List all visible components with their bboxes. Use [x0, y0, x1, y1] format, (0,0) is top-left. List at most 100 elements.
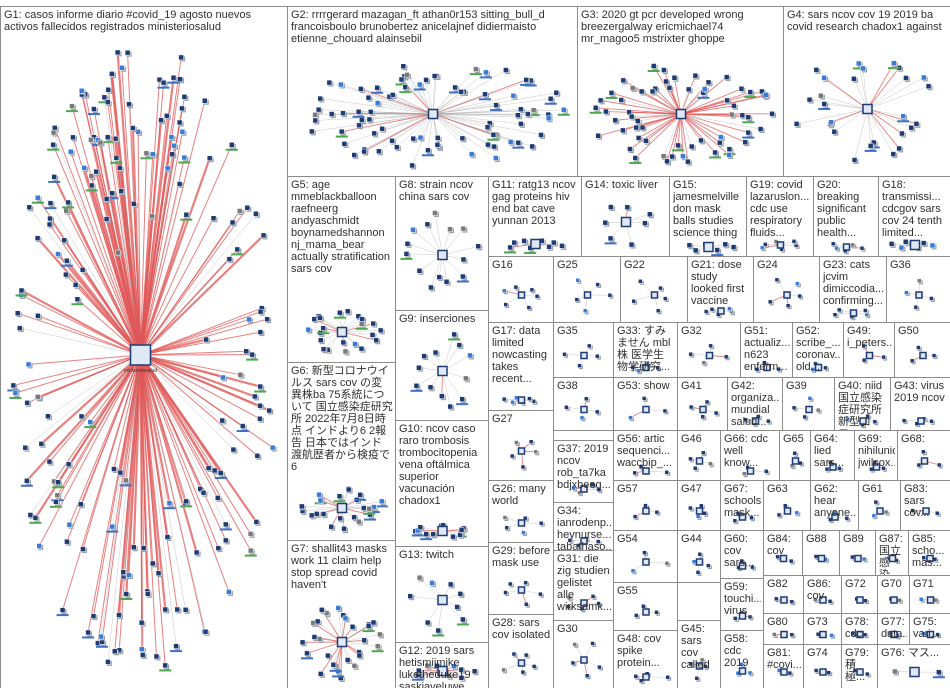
group-network [633, 671, 672, 685]
node [166, 500, 173, 506]
group-g44: G44 [677, 530, 721, 583]
node [429, 580, 435, 586]
hub-node [695, 457, 704, 465]
group-network [759, 239, 800, 253]
hub-node [517, 519, 526, 527]
node-tag [96, 645, 109, 648]
node-tag [170, 650, 183, 653]
hub-node [862, 103, 873, 115]
edge [638, 113, 682, 139]
node [164, 113, 170, 119]
node [349, 624, 356, 630]
edge [396, 113, 434, 148]
node [706, 563, 711, 568]
node [883, 509, 889, 515]
node [484, 124, 491, 130]
node [335, 605, 342, 611]
node [562, 352, 567, 357]
node [772, 632, 777, 637]
hub-node [642, 558, 650, 566]
node [520, 464, 526, 470]
node [425, 147, 431, 154]
group-network [887, 630, 901, 640]
group-network [564, 396, 601, 422]
edge [47, 354, 141, 417]
edge [140, 131, 183, 356]
hub-node [642, 405, 650, 414]
node [520, 669, 526, 675]
node [663, 78, 669, 85]
group-network [688, 503, 709, 520]
node [358, 321, 365, 327]
hub-node [336, 326, 348, 338]
group-network [892, 666, 945, 679]
node [560, 107, 567, 113]
hub-node [437, 365, 448, 377]
node [608, 204, 614, 210]
node [699, 657, 705, 663]
group-network [754, 360, 783, 373]
node [206, 155, 213, 161]
node [46, 221, 53, 228]
node-tag [246, 358, 259, 361]
node [635, 135, 642, 141]
hub-node [695, 558, 704, 566]
edge [302, 507, 343, 512]
node [328, 111, 335, 117]
node [921, 555, 926, 560]
node [608, 90, 615, 96]
group-network [886, 554, 900, 564]
node [633, 674, 639, 679]
node-tag [48, 180, 61, 183]
edge [28, 354, 141, 365]
edge [139, 354, 149, 594]
edge [38, 354, 141, 547]
node-tag [375, 505, 388, 508]
node [430, 531, 436, 538]
node-tag [120, 597, 133, 600]
hub-node [763, 363, 771, 372]
group-g49: G49: i_peters... [843, 322, 895, 378]
group-g65: G65 [779, 430, 811, 481]
node [902, 239, 909, 245]
node [704, 399, 710, 405]
node [661, 67, 667, 73]
node [810, 367, 815, 372]
node [177, 76, 183, 82]
node-tag [219, 528, 232, 531]
node-tag [110, 161, 123, 164]
group-g88: G88 [802, 530, 840, 576]
edge [341, 113, 434, 133]
group-network [743, 414, 772, 427]
node [501, 667, 506, 673]
node [612, 117, 619, 124]
group-network [732, 610, 754, 622]
node [269, 444, 276, 451]
node [630, 365, 635, 370]
node [504, 525, 509, 531]
node [69, 103, 75, 109]
node [813, 67, 820, 73]
group-g46: G46 [677, 430, 721, 481]
node [832, 312, 838, 317]
group-network [916, 449, 943, 469]
hub-node [336, 502, 348, 514]
group-g39: G39 [782, 377, 835, 431]
node [389, 138, 395, 144]
node [935, 632, 940, 637]
node-tag [744, 96, 757, 99]
group-g52: G52: scribe_... coronav... old... [792, 322, 844, 378]
edge [15, 354, 141, 394]
node [921, 74, 927, 81]
edge [341, 501, 382, 509]
node [647, 211, 653, 218]
node [473, 66, 479, 72]
node [743, 417, 748, 423]
node [641, 603, 646, 609]
node [155, 570, 162, 577]
edge [139, 354, 171, 504]
edge [99, 142, 142, 356]
edge [867, 108, 894, 155]
group-network [813, 554, 829, 563]
node [416, 667, 422, 674]
